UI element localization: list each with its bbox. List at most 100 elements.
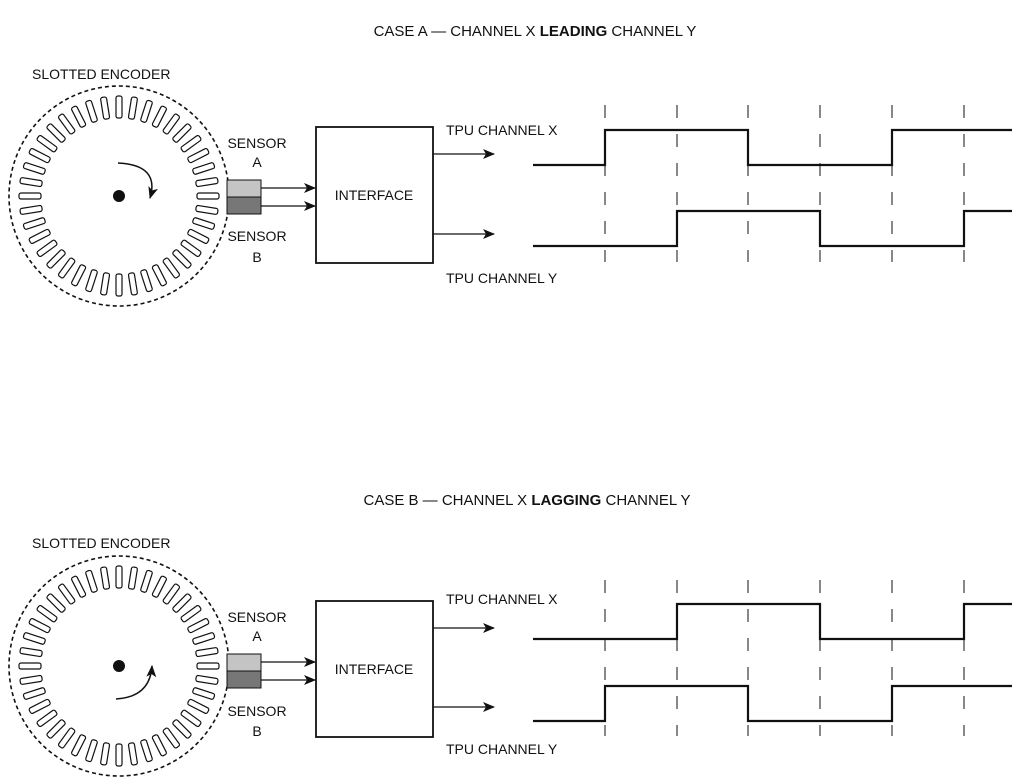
case-a-sensor-a-label: SENSOR <box>227 135 286 151</box>
encoder-slot <box>140 99 153 123</box>
case-a-timing <box>533 105 1012 262</box>
encoder-slot <box>57 727 76 749</box>
case-a-waveform-x <box>533 128 1012 167</box>
case-b-interface-box <box>315 600 434 738</box>
case-b-encoder-slots <box>18 565 220 767</box>
case-a-interface-box <box>315 126 434 264</box>
encoder-slot <box>127 566 138 590</box>
encoder-slot <box>140 569 153 593</box>
case-b-panel: CASE B — CHANNEL X LAGGING CHANNEL Y SLO… <box>8 492 1012 777</box>
encoder-slot <box>115 95 123 119</box>
encoder-slot <box>71 105 87 128</box>
encoder-slot <box>46 719 66 739</box>
encoder-slot <box>71 575 87 598</box>
case-b-interface-label: INTERFACE <box>335 661 414 677</box>
encoder-slot <box>100 96 111 120</box>
encoder-slot <box>180 604 202 623</box>
encoder-slot <box>46 123 66 143</box>
case-a-channel-x-label: TPU CHANNEL X <box>446 122 558 138</box>
encoder-slot <box>100 272 111 296</box>
case-b-rotation-arrow <box>115 665 157 700</box>
encoder-slot <box>36 604 58 623</box>
encoder-slot <box>162 583 181 605</box>
case-b-sensors: SENSOR A SENSOR B <box>226 609 316 739</box>
encoder-slot <box>19 674 43 685</box>
encoder-slot <box>151 105 167 128</box>
encoder-slot <box>151 575 167 598</box>
case-b-title-prefix: CASE B — CHANNEL X <box>363 492 527 509</box>
encoder-slot <box>162 727 181 749</box>
case-b-slotted-encoder <box>8 555 230 777</box>
encoder-slot <box>151 734 167 757</box>
case-a-sensor-b-label: SENSOR <box>227 228 286 244</box>
encoder-slot <box>18 662 42 670</box>
case-b-title: CASE B — CHANNEL X LAGGING CHANNEL Y <box>363 492 690 509</box>
encoder-slot <box>162 113 181 135</box>
encoder-slot <box>85 269 98 293</box>
encoder-slot <box>22 162 46 175</box>
encoder-slot <box>180 239 202 258</box>
encoder-slot <box>28 618 51 634</box>
encoder-slot <box>192 162 216 175</box>
encoder-slot <box>127 96 138 120</box>
case-a-waveform-y <box>533 209 1012 248</box>
case-a-panel: CASE A — CHANNEL X LEADING CHANNEL Y SLO… <box>8 23 1012 307</box>
case-b-sensor-b-block <box>226 670 262 689</box>
encoder-slot <box>115 273 123 297</box>
encoder-slot <box>57 257 76 279</box>
case-b-encoder-hub <box>113 660 125 672</box>
encoder-slot <box>195 674 219 685</box>
case-b-waveform-y <box>533 684 1012 723</box>
case-b-title-suffix: CHANNEL Y <box>605 492 690 509</box>
encoder-slot <box>46 593 66 613</box>
encoder-slot <box>140 269 153 293</box>
encoder-slot <box>196 192 220 200</box>
encoder-slot <box>187 618 210 634</box>
encoder-slot <box>19 177 43 188</box>
case-b-channel-y-label: TPU CHANNEL Y <box>446 741 558 757</box>
case-a-sensor-a-block <box>226 179 262 198</box>
encoder-slot <box>127 742 138 766</box>
encoder-slot <box>195 204 219 215</box>
case-b-sensor-b-letter: B <box>252 723 261 739</box>
encoder-slot <box>140 739 153 763</box>
encoder-slot <box>192 217 216 230</box>
case-a-encoder-hub <box>113 190 125 202</box>
case-a-rotation-arrow <box>117 162 158 199</box>
encoder-slot <box>85 569 98 593</box>
encoder-slot <box>151 264 167 287</box>
case-a-sensor-b-block <box>226 196 262 215</box>
encoder-slot <box>28 228 51 244</box>
case-a-slotted-encoder <box>8 85 230 307</box>
case-a-sensor-a-letter: A <box>252 154 262 170</box>
encoder-slot <box>19 204 43 215</box>
case-a-outputs: TPU CHANNEL X TPU CHANNEL Y <box>433 122 558 286</box>
case-b-encoder-label: SLOTTED ENCODER <box>32 535 170 551</box>
encoder-slot <box>187 698 210 714</box>
encoder-slot <box>22 632 46 645</box>
encoder-slot <box>18 192 42 200</box>
encoder-slot <box>28 148 51 164</box>
case-b-title-emph: LAGGING <box>531 492 601 509</box>
encoder-slot <box>85 99 98 123</box>
case-a-interface: INTERFACE <box>315 126 434 264</box>
case-a-sensor-b-letter: B <box>252 249 261 265</box>
encoder-slot <box>180 709 202 728</box>
encoder-slot <box>115 743 123 767</box>
encoder-slot <box>172 593 192 613</box>
case-b-timing <box>533 580 1012 736</box>
case-b-outputs: TPU CHANNEL X TPU CHANNEL Y <box>433 591 558 757</box>
encoder-slot <box>196 662 220 670</box>
case-b-sensor-a-block <box>226 653 262 672</box>
case-a-encoder-label: SLOTTED ENCODER <box>32 66 170 82</box>
encoder-slot <box>22 217 46 230</box>
case-b-waveform-x <box>533 602 1012 641</box>
encoder-slot <box>192 687 216 700</box>
case-a-encoder-slots <box>18 95 220 297</box>
case-b-channel-x-label: TPU CHANNEL X <box>446 591 558 607</box>
case-a-interface-label: INTERFACE <box>335 187 414 203</box>
encoder-slot <box>192 632 216 645</box>
encoder-slot <box>187 148 210 164</box>
case-a-timing-gridlines <box>604 105 965 262</box>
